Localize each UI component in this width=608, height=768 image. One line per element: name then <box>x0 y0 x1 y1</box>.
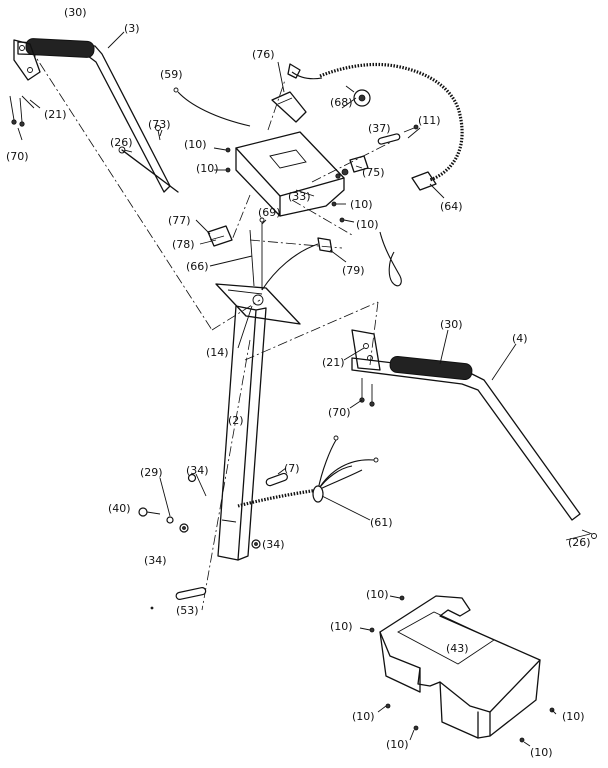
label-part-10-b: (10) <box>196 162 219 175</box>
label-part-33: (33) <box>288 190 311 203</box>
label-part-10-a: (10) <box>184 138 207 151</box>
label-part-69: (69) <box>258 206 281 219</box>
label-part-76: (76) <box>252 48 275 61</box>
clip-73 <box>155 125 161 141</box>
label-part-68: (68) <box>330 96 353 109</box>
label-part-11: (11) <box>418 114 441 127</box>
bolts-70-right <box>359 378 375 407</box>
label-part-43: (43) <box>446 642 469 655</box>
label-part-4: (4) <box>512 332 528 345</box>
label-part-30-right: (30) <box>440 318 463 331</box>
washer-34-right <box>251 539 261 549</box>
bolt-40 <box>138 507 161 517</box>
label-part-70-right: (70) <box>328 406 351 419</box>
bracket-77 <box>207 225 233 247</box>
knob-68 <box>345 85 371 107</box>
label-part-70-left: (70) <box>6 150 29 163</box>
label-part-10-j: (10) <box>530 746 553 759</box>
label-part-75: (75) <box>362 166 385 179</box>
label-part-21-left: (21) <box>44 108 67 121</box>
bolts-70-left <box>9 95 35 127</box>
screws-10-top <box>213 147 355 223</box>
label-part-26-upper: (26) <box>110 136 133 149</box>
label-part-21-right: (21) <box>322 356 345 369</box>
handle-bracket-right <box>351 329 381 371</box>
label-part-59: (59) <box>160 68 183 81</box>
label-part-66: (66) <box>186 260 209 273</box>
grip-30-right <box>389 355 473 381</box>
grip-30-left <box>25 38 95 58</box>
throttle-grip-64 <box>411 171 437 191</box>
label-part-10-h: (10) <box>386 738 409 751</box>
cover-43 <box>379 595 541 739</box>
rod-26-upper <box>118 146 179 193</box>
label-part-2: (2) <box>228 414 244 427</box>
label-part-10-f: (10) <box>330 620 353 633</box>
label-part-7: (7) <box>284 462 300 475</box>
pin-53 <box>175 587 207 601</box>
panel-33 <box>235 131 345 217</box>
label-part-53: (53) <box>176 604 199 617</box>
washer-29 <box>166 516 174 524</box>
handle-bracket-left <box>13 39 41 81</box>
label-part-14: (14) <box>206 346 229 359</box>
handle-right-part-4 <box>351 329 581 521</box>
leader-lines <box>17 31 591 747</box>
throttle-cable-64 <box>287 62 464 191</box>
assembly-guide-lines <box>29 47 396 611</box>
cable-66 <box>249 217 265 290</box>
label-part-10-c: (10) <box>350 198 373 211</box>
switch-75 <box>335 155 369 179</box>
label-part-3: (3) <box>124 22 140 35</box>
cover-76 <box>271 91 307 123</box>
label-part-37: (37) <box>368 122 391 135</box>
label-part-30-left: (30) <box>64 6 87 19</box>
pin-37 <box>377 124 419 145</box>
wire-79 <box>261 237 333 291</box>
washer-34-left <box>179 523 189 533</box>
label-part-40: (40) <box>108 502 131 515</box>
wire-harness-61 <box>237 435 379 508</box>
wire-59 <box>173 87 251 127</box>
label-part-34-right: (34) <box>262 538 285 551</box>
label-part-34-top: (34) <box>186 464 209 477</box>
main-tube-2 <box>217 305 267 561</box>
label-part-79: (79) <box>342 264 365 277</box>
speck <box>150 606 154 610</box>
screws-10-cover <box>369 595 555 743</box>
label-part-73: (73) <box>148 118 171 131</box>
label-part-10-e: (10) <box>366 588 389 601</box>
label-part-34-left: (34) <box>144 554 167 567</box>
screw-26-right <box>581 529 597 539</box>
label-part-26-right: (26) <box>568 536 591 549</box>
mount-plate-14 <box>215 283 301 325</box>
label-part-29: (29) <box>140 466 163 479</box>
callout-labels: (30) (3) (21) (70) (59) (76) (68) (37) (… <box>6 6 591 759</box>
label-part-61: (61) <box>370 516 393 529</box>
handle-left-part-3 <box>13 38 171 193</box>
label-part-64: (64) <box>440 200 463 213</box>
pin-7 <box>265 472 288 487</box>
loop-wire <box>379 231 402 287</box>
label-part-10-g: (10) <box>352 710 375 723</box>
label-part-78: (78) <box>172 238 195 251</box>
washer-34-top <box>187 473 197 483</box>
label-part-77: (77) <box>168 214 191 227</box>
label-part-10-i: (10) <box>562 710 585 723</box>
label-part-10-d: (10) <box>356 218 379 231</box>
